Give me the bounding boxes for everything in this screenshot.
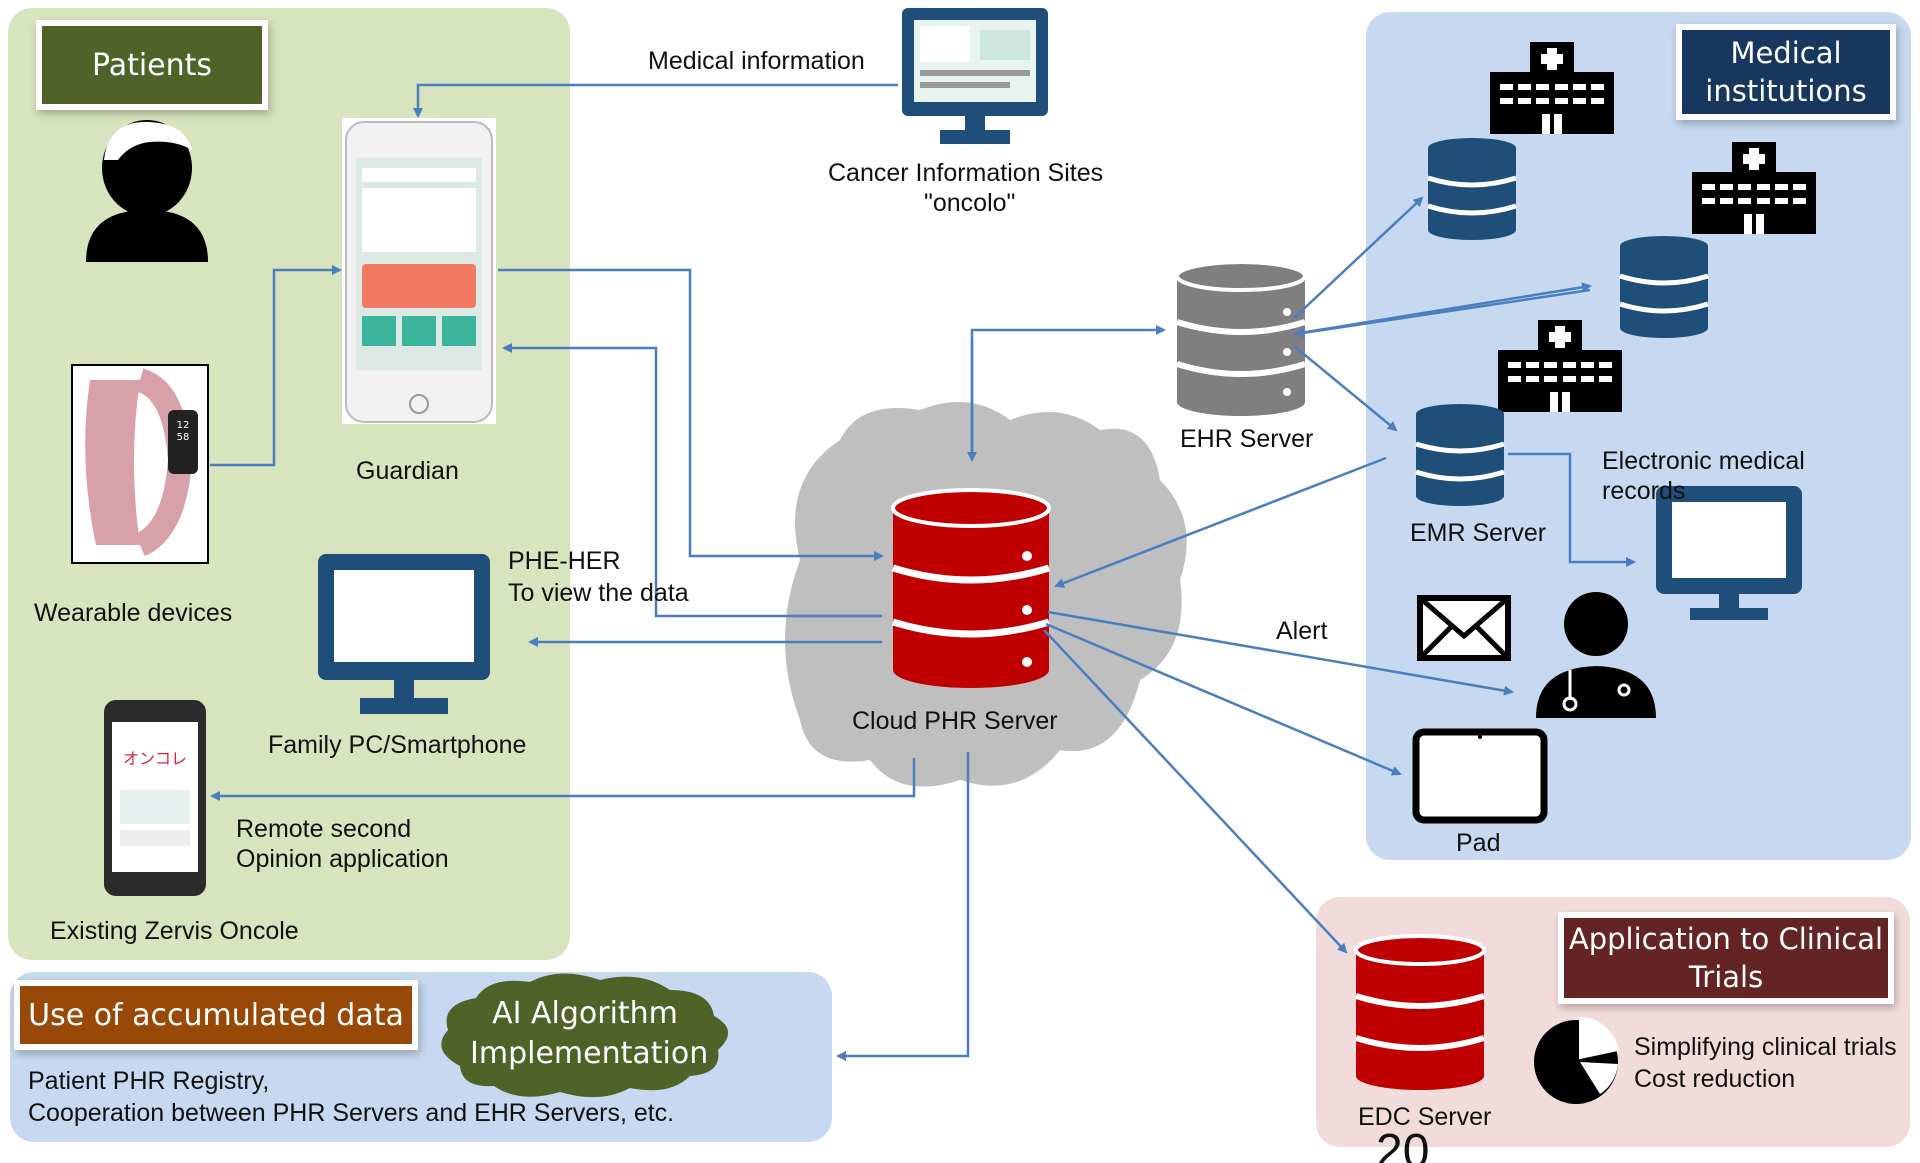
hospital-icon-3	[1498, 320, 1622, 412]
electronic-medical-label: Electronic medical	[1602, 447, 1805, 475]
alert-label: Alert	[1276, 617, 1328, 645]
family-pc-monitor-icon	[318, 554, 490, 714]
mail-icon	[1417, 595, 1511, 661]
to-view-data-label: To view the data	[508, 579, 689, 607]
hospital-database-icon-1	[1427, 138, 1517, 240]
svg-text:12: 12	[177, 420, 190, 431]
arrow-emr-monitor	[1508, 452, 1636, 567]
ehr-server-database-icon	[1175, 260, 1307, 416]
opinion-application-label: Opinion application	[236, 845, 449, 873]
wearable-devices-label: Wearable devices	[34, 599, 233, 627]
arrow-db2-ehr	[1294, 288, 1591, 338]
edc-server-label: EDC Server	[1358, 1103, 1492, 1131]
arrow-cloud-pad	[1045, 622, 1402, 776]
ehr-server-label: EHR Server	[1180, 425, 1314, 453]
svg-text:オンコレ: オンコレ	[123, 749, 187, 768]
medical-records-monitor-icon	[1656, 486, 1802, 620]
doctor-icon	[1536, 592, 1656, 718]
clinical-trials-title: Application to Clinical Trials	[1564, 918, 1888, 998]
emr-server-label: EMR Server	[1410, 519, 1547, 547]
medical-institutions-title: Medical institutions	[1682, 30, 1890, 114]
clinical-trials-title-text: Application to Clinical Trials	[1568, 922, 1884, 994]
cooperation-label: Cooperation between PHR Servers and EHR …	[28, 1099, 675, 1127]
tablet-pad-icon	[1412, 728, 1548, 824]
arrow-medical-info	[413, 83, 898, 118]
ai-algorithm-cloud-shape	[441, 973, 729, 1098]
arrow-cloud-accumulated	[836, 752, 970, 1061]
hospital-icon-1	[1490, 42, 1614, 134]
ai-algorithm-label: AI Algorithm	[492, 996, 678, 1031]
arrow-wearable-guardian	[210, 265, 342, 467]
wearable-device-image: 12 58	[71, 364, 209, 564]
medical-information-label: Medical information	[648, 47, 865, 75]
medical-institutions-title-text: Medical institutions	[1705, 36, 1867, 108]
pie-chart-icon	[1534, 1016, 1620, 1104]
arrow-guardian-cloud	[498, 268, 884, 561]
page-number: 20	[1376, 1128, 1430, 1163]
cloud-phr-database-icon	[891, 488, 1051, 688]
registry-label: Patient PHR Registry,	[28, 1067, 270, 1095]
patients-title: Patients	[42, 26, 262, 104]
existing-app-phone-image: オンコレ	[104, 700, 206, 896]
svg-text:58: 58	[177, 432, 190, 443]
guardian-phone-image	[342, 118, 496, 424]
existing-zervis-label: Existing Zervis Oncole	[50, 917, 299, 945]
emr-server-database-icon	[1415, 404, 1505, 506]
arrow-emr-cloud	[1054, 456, 1387, 588]
cost-reduction-label: Cost reduction	[1634, 1065, 1796, 1093]
edc-server-database-icon	[1354, 934, 1486, 1090]
guardian-label: Guardian	[356, 457, 459, 485]
arrow-cloud-doctor	[1047, 610, 1514, 696]
implementation-label: Implementation	[470, 1036, 709, 1071]
arrow-ehr-emr	[1293, 345, 1398, 432]
records-label: records	[1602, 477, 1686, 505]
pad-label: Pad	[1456, 829, 1501, 857]
remote-second-label: Remote second	[236, 815, 412, 843]
cloud-phr-label: Cloud PHR Server	[852, 707, 1058, 735]
arrow-cloud-guardian	[502, 343, 882, 618]
arrow-ehr-db1	[1293, 196, 1424, 319]
cancer-sites-label: Cancer Information Sites	[828, 159, 1104, 187]
simplifying-trials-label: Simplifying clinical trials	[1634, 1033, 1897, 1061]
cancer-info-site-monitor-icon	[902, 8, 1048, 144]
patient-person-icon	[86, 120, 208, 262]
arrow-cloud-edc	[1043, 629, 1348, 954]
accumulated-data-title: Use of accumulated data	[20, 986, 412, 1044]
hospital-database-icon-2	[1619, 236, 1709, 338]
phe-her-label: PHE-HER	[508, 547, 621, 575]
family-pc-label: Family PC/Smartphone	[268, 731, 527, 759]
arrow-cloud-existing	[210, 758, 916, 801]
oncolo-label: "oncolo"	[924, 189, 1016, 217]
hospital-icon-2	[1692, 142, 1816, 234]
